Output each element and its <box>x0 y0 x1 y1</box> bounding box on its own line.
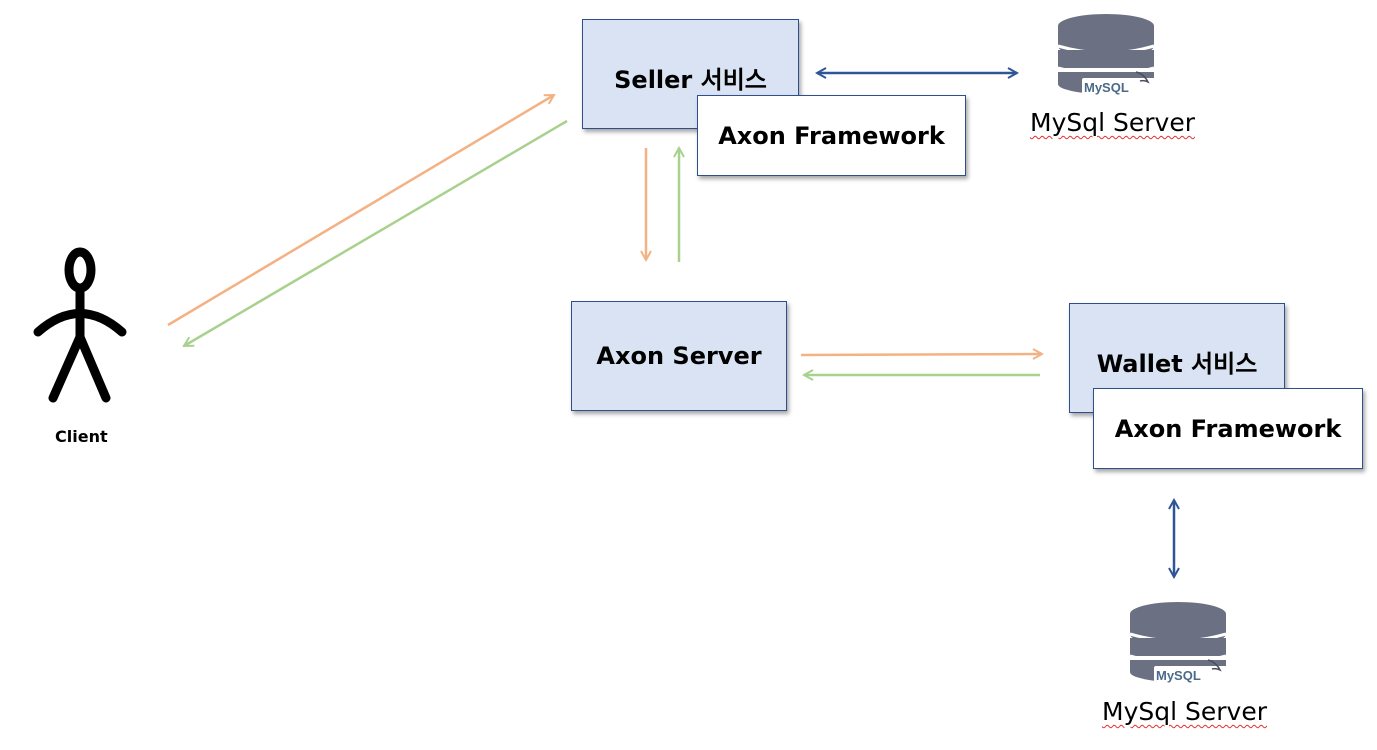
axon-to-wallet-arrow <box>800 354 1042 355</box>
axon-server-label: Axon Server <box>596 342 762 370</box>
person-icon <box>33 247 127 403</box>
mysql-server-label: MySql Server <box>1102 697 1267 726</box>
mysql-server-label-text: MySql Server <box>1030 108 1195 137</box>
seller-service-label: Seller 서비스 <box>614 66 767 94</box>
mysql-logo-text: MySQL <box>1156 668 1201 683</box>
seller-to-client-arrow <box>184 119 568 348</box>
wallet-service-label: Wallet 서비스 <box>1096 350 1258 378</box>
seller-framework-label: Axon Framework <box>718 121 945 150</box>
seller-service-box: Seller 서비스 <box>582 19 799 129</box>
mysql-logo-text: MySQL <box>1084 80 1129 95</box>
database-icon <box>1129 602 1230 684</box>
axon-server-box: Axon Server <box>571 301 787 411</box>
wallet-framework-box: Axon Framework <box>1093 388 1363 469</box>
database-icon <box>1057 14 1158 96</box>
mysql-server-label: MySql Server <box>1030 108 1195 137</box>
client-to-seller-arrow <box>167 93 554 327</box>
client-label: Client <box>55 427 108 446</box>
wallet-framework-label: Axon Framework <box>1114 414 1342 443</box>
mysql-server-label-text: MySql Server <box>1102 697 1267 726</box>
seller-framework-box: Axon Framework <box>697 95 966 176</box>
